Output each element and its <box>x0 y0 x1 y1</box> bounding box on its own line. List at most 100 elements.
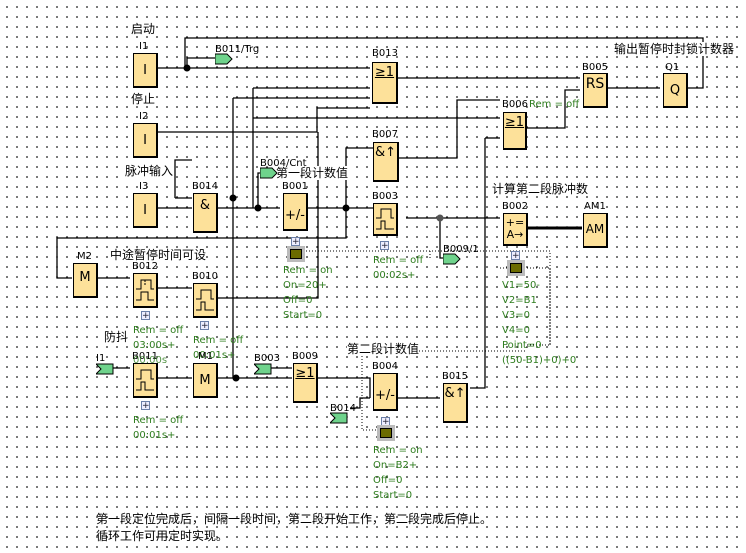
connector-label-b009-1: B009/1 <box>443 244 479 255</box>
block-label-b012: B012 <box>132 261 158 272</box>
input-block-i3[interactable]: I <box>133 193 158 228</box>
or-block-b009[interactable]: ≥1 <box>293 363 318 403</box>
block-label-b006: B006 <box>502 99 528 110</box>
annotation-stop: 停止 <box>131 92 156 106</box>
expand-icon[interactable]: + <box>200 321 209 331</box>
output-block-q1[interactable]: Q <box>663 73 688 108</box>
param-b004-off: Off=0 <box>373 475 403 486</box>
param-b010-time: 00:01s+ <box>193 350 236 361</box>
connector-flag-icon[interactable] <box>96 363 114 375</box>
annotation-stage1-count: 第一段计数值 <box>276 166 349 180</box>
connector-flag-icon[interactable] <box>215 53 233 65</box>
marker-block-m1[interactable]: M <box>193 363 218 398</box>
pulse-symbol-icon <box>376 208 394 230</box>
annotation-output-lock: 输出暂停时封锁计数器 <box>614 42 735 56</box>
param-b004-start: Start=0 <box>373 490 413 501</box>
or-block-b006[interactable]: ≥1 <box>503 112 527 150</box>
param-b011-time: 00:01s+ <box>133 430 176 441</box>
annotation-start: 启动 <box>131 22 156 36</box>
connector-flag-icon[interactable] <box>254 363 272 375</box>
param-b001-on: On=20+ <box>283 280 327 291</box>
connector-label-b011-trg: B011/Trg <box>215 44 260 55</box>
expand-icon[interactable]: + <box>141 401 150 411</box>
annotation-pause-time: 中途暂停时间可设 <box>110 248 207 262</box>
parameter-memory-icon[interactable] <box>507 260 525 276</box>
param-b002-v1: V1=50- <box>502 280 540 291</box>
param-b004-rem: Rem = on <box>373 445 423 456</box>
block-label-m1: M1 <box>198 351 213 362</box>
block-label-i1: I1 <box>139 41 149 52</box>
expand-icon[interactable]: + <box>291 237 300 247</box>
rs-block-b005[interactable]: RS <box>583 73 608 108</box>
and-block-b014[interactable]: & <box>193 193 218 233</box>
block-label-b010: B010 <box>192 271 218 282</box>
expand-icon[interactable]: + <box>511 251 520 261</box>
counter-block-b004[interactable]: +/- <box>373 373 398 411</box>
pulse-symbol-icon <box>196 289 214 311</box>
pulse-timer-block-b011[interactable] <box>133 363 158 398</box>
connector-flag-icon[interactable] <box>260 167 278 179</box>
block-label-b011: B011 <box>132 351 158 362</box>
counter-block-b001[interactable]: +/- <box>283 193 308 231</box>
param-b002-formula: ((50-B1)+0)+0 <box>502 355 577 366</box>
param-b002-v3: V3=0 <box>502 310 530 321</box>
param-b012-time: 03:00s+ <box>133 340 176 351</box>
annotation-debounce: 防抖 <box>104 330 129 344</box>
pulse-timer-block-b012[interactable] <box>133 273 158 308</box>
block-label-i2: I2 <box>139 111 149 122</box>
connector-flag-icon[interactable] <box>330 412 348 424</box>
param-b001-start: Start=0 <box>283 310 323 321</box>
param-b001-rem: Rem = on <box>283 265 333 276</box>
annotation-stage2-count: 第二段计数值 <box>347 342 420 356</box>
block-label-b014: B014 <box>192 181 218 192</box>
param-b012-rem: Rem = off <box>133 325 184 336</box>
pulse-timer-block-b003[interactable] <box>373 203 398 236</box>
block-label-m2: M2 <box>77 251 92 262</box>
marker-block-m2[interactable]: M <box>73 263 98 298</box>
param-b001-off: Off=0 <box>283 295 313 306</box>
connector-label-i1: I1 <box>96 353 106 364</box>
block-label-b004: B004 <box>372 361 398 372</box>
expand-icon[interactable]: + <box>380 241 389 251</box>
param-b011-rem: Rem = off <box>133 415 184 426</box>
param-b002-v4: V4=0 <box>502 325 530 336</box>
footer-note-line1: 第一段定位完成后，间隔一段时间，第二段开始工作，第二段完成后停止。 <box>96 512 493 526</box>
counter-symbol: +/- <box>285 208 305 223</box>
param-b002-point: Point=0 <box>502 340 542 351</box>
off-delay-symbol-icon <box>136 279 154 301</box>
or-block-b013[interactable]: ≥1 <box>372 62 398 104</box>
annotation-calc-stage2: 计算第二段脉冲数 <box>492 182 589 196</box>
input-block-i2[interactable]: I <box>133 123 158 158</box>
block-label-b001: B001 <box>282 181 308 192</box>
block-label-q1: Q1 <box>665 62 680 73</box>
connector-label-b014: B014 <box>330 403 356 414</box>
counter-symbol: +/- <box>375 388 395 403</box>
edge-and-block-b015[interactable]: &↑ <box>443 383 468 423</box>
param-b003-rem: Rem = off <box>373 255 424 266</box>
footer-note-line2: 循环工作可用定时实现。 <box>96 529 229 543</box>
analog-math-block-b002[interactable]: += A→ <box>503 213 528 246</box>
connector-flag-icon[interactable] <box>443 253 461 265</box>
parameter-memory-icon[interactable] <box>287 246 305 262</box>
connector-label-b004-cnt: B004/Cnt <box>260 158 307 169</box>
edge-and-block-b007[interactable]: &↑ <box>373 142 399 182</box>
block-label-b015: B015 <box>442 371 468 382</box>
expand-icon[interactable]: + <box>141 311 150 321</box>
param-b010-rem: Rem = off <box>193 335 244 346</box>
block-label-am1: AM1 <box>584 201 606 212</box>
block-label-b002: B002 <box>502 201 528 212</box>
block-label-b005: B005 <box>582 62 608 73</box>
block-label-b009: B009 <box>292 351 318 362</box>
block-label-b003: B003 <box>372 191 398 202</box>
param-b003-time: 00:02s+ <box>373 270 416 281</box>
block-label-b013: B013 <box>372 48 398 59</box>
pulse-symbol-icon <box>136 369 154 391</box>
pulse-timer-block-b010[interactable] <box>193 283 218 318</box>
connector-label-b003: B003 <box>254 353 280 364</box>
parameter-memory-icon[interactable] <box>377 425 395 441</box>
input-block-i1[interactable]: I <box>133 53 158 88</box>
annotation-pulse-input: 脉冲输入 <box>125 164 174 178</box>
analog-flag-block-am1[interactable]: AM <box>583 213 608 248</box>
